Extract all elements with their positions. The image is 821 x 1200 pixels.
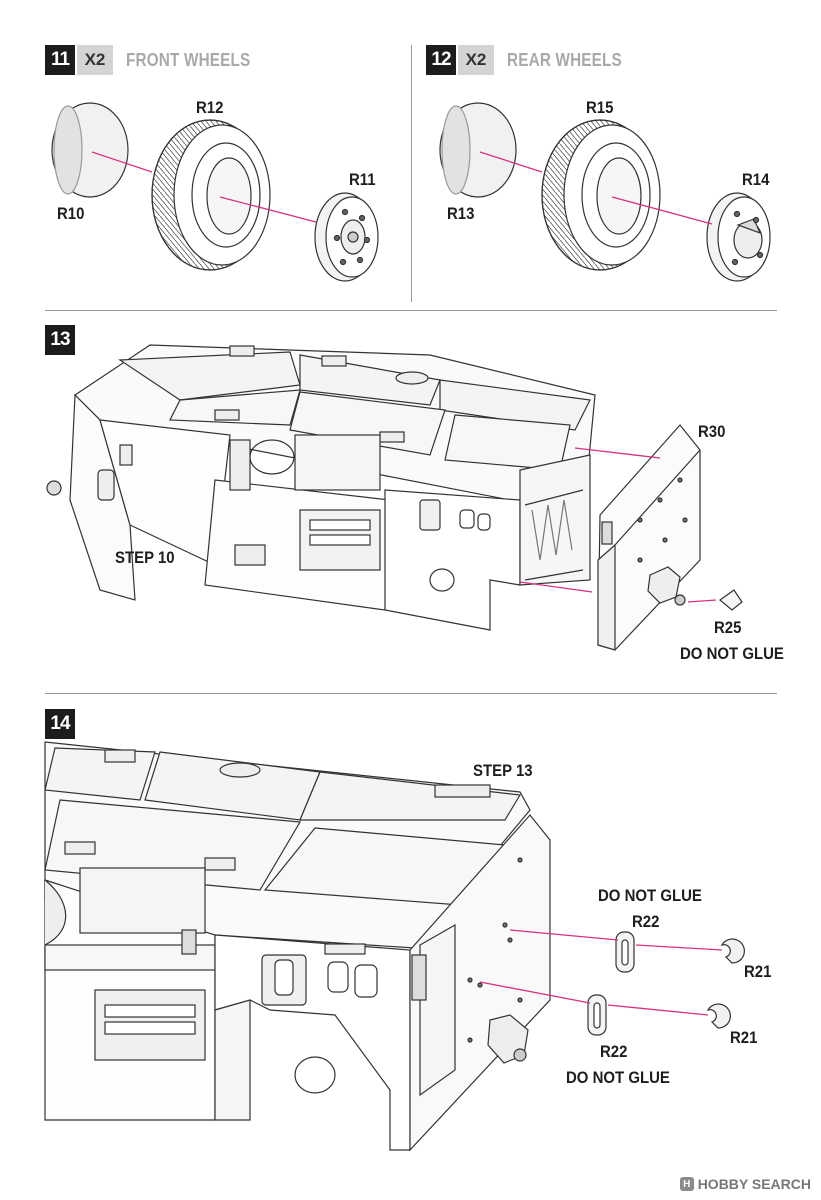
step-12-title: REAR WHEELS [507,50,622,70]
label-r21-top: R21 [744,962,772,981]
watermark-logo-icon: H [679,1177,694,1191]
part-r21-bottom [706,1003,731,1029]
step-12-multiplier: X2 [458,45,494,75]
rear-wheel-leaders [479,151,713,225]
label-r22-bottom: R22 [600,1042,628,1061]
part-r22-bottom [587,994,607,1036]
step-14-chassis [44,741,745,1152]
label-r21-bottom: R21 [730,1028,758,1047]
step-13-number: 13 [45,325,75,355]
step-11-multiplier: X2 [77,45,113,75]
label-r13: R13 [447,204,475,223]
label-r12: R12 [196,98,224,117]
part-r15-tire [541,119,661,271]
watermark: H HOBBY SEARCH [679,1176,811,1192]
label-step13: STEP 13 [473,761,533,780]
part-r13-disc [439,102,517,198]
part-r10-disc [51,102,129,198]
part-r11-hub [314,192,379,282]
rear-wheel-assembly [439,102,771,282]
part-r22-top [615,931,635,973]
step-13-leaders [519,447,717,603]
watermark-text: HOBBY SEARCH [697,1176,811,1192]
part-r21-top [720,938,745,964]
label-r15: R15 [586,98,614,117]
label-r22-top: R22 [632,912,660,931]
label-r25: R25 [714,618,742,637]
step-14-number: 14 [45,709,75,739]
divider-1 [45,310,777,311]
divider-2 [45,693,777,694]
label-do-not-glue-bottom: DO NOT GLUE [566,1068,670,1087]
part-r12-tire [151,119,271,271]
label-r30: R30 [698,422,726,441]
front-wheel-leaders [91,151,317,223]
part-r14-hub [706,192,771,282]
label-do-not-glue-top: DO NOT GLUE [598,886,702,905]
divider-vertical [411,45,412,302]
step-11-title: FRONT WHEELS [126,50,251,70]
part-r25-hook [647,566,743,611]
part-r30-plate [597,424,701,651]
label-step10: STEP 10 [115,548,175,567]
front-wheel-assembly [51,102,379,282]
step-12-number: 12 [426,45,456,75]
label-do-not-glue-r25: DO NOT GLUE [680,644,784,663]
step-13-chassis [46,344,743,651]
label-r14: R14 [742,170,770,189]
step-11-number: 11 [45,45,75,75]
label-r10: R10 [57,204,85,223]
step-14-leaders [479,929,723,1016]
label-r11: R11 [349,170,376,189]
